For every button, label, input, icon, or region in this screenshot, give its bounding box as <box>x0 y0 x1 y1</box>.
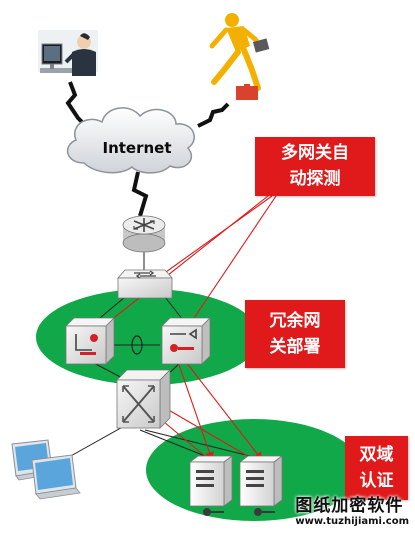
mobile-user-icon <box>209 13 270 100</box>
zigzag-link-right-user <box>197 102 230 128</box>
core-switch-icon <box>116 369 171 429</box>
gateway-device-right <box>161 317 211 365</box>
server-left <box>188 455 234 516</box>
server-right <box>238 455 284 516</box>
watermark-title: 图纸加密软件 <box>295 496 404 516</box>
dual-auth-line2: 认证 <box>359 471 394 491</box>
redundant-gateway-label: 冗余网 关部署 <box>245 300 345 368</box>
link-ring <box>131 335 143 355</box>
redundant-gateway-line2: 关部署 <box>269 337 321 357</box>
redundant-gateway-line1: 冗余网 <box>269 311 321 331</box>
dual-auth-label: 双域 认证 <box>345 436 408 500</box>
switch-icon <box>117 269 173 299</box>
gateway-detection-line2: 动探测 <box>289 169 341 189</box>
detection-arrows <box>95 195 277 333</box>
watermark: 图纸加密软件 www.tuzhijiami.com <box>295 491 409 527</box>
gateway-detection-label: 多网关自 动探测 <box>255 137 375 196</box>
gateway-device-left <box>65 317 115 365</box>
gateway-detection-line1: 多网关自 <box>281 143 349 163</box>
watermark-url: www.tuzhijiami.com <box>295 516 409 527</box>
internet-cloud <box>66 107 195 174</box>
internet-label: Internet <box>102 139 172 157</box>
zigzag-link-left-user <box>65 81 90 130</box>
dual-auth-line1: 双域 <box>359 445 394 465</box>
router-icon <box>122 215 166 253</box>
zigzag-link-cloud-router <box>131 171 149 217</box>
office-user-icon <box>38 30 98 76</box>
desktop-monitor-front <box>31 454 81 500</box>
